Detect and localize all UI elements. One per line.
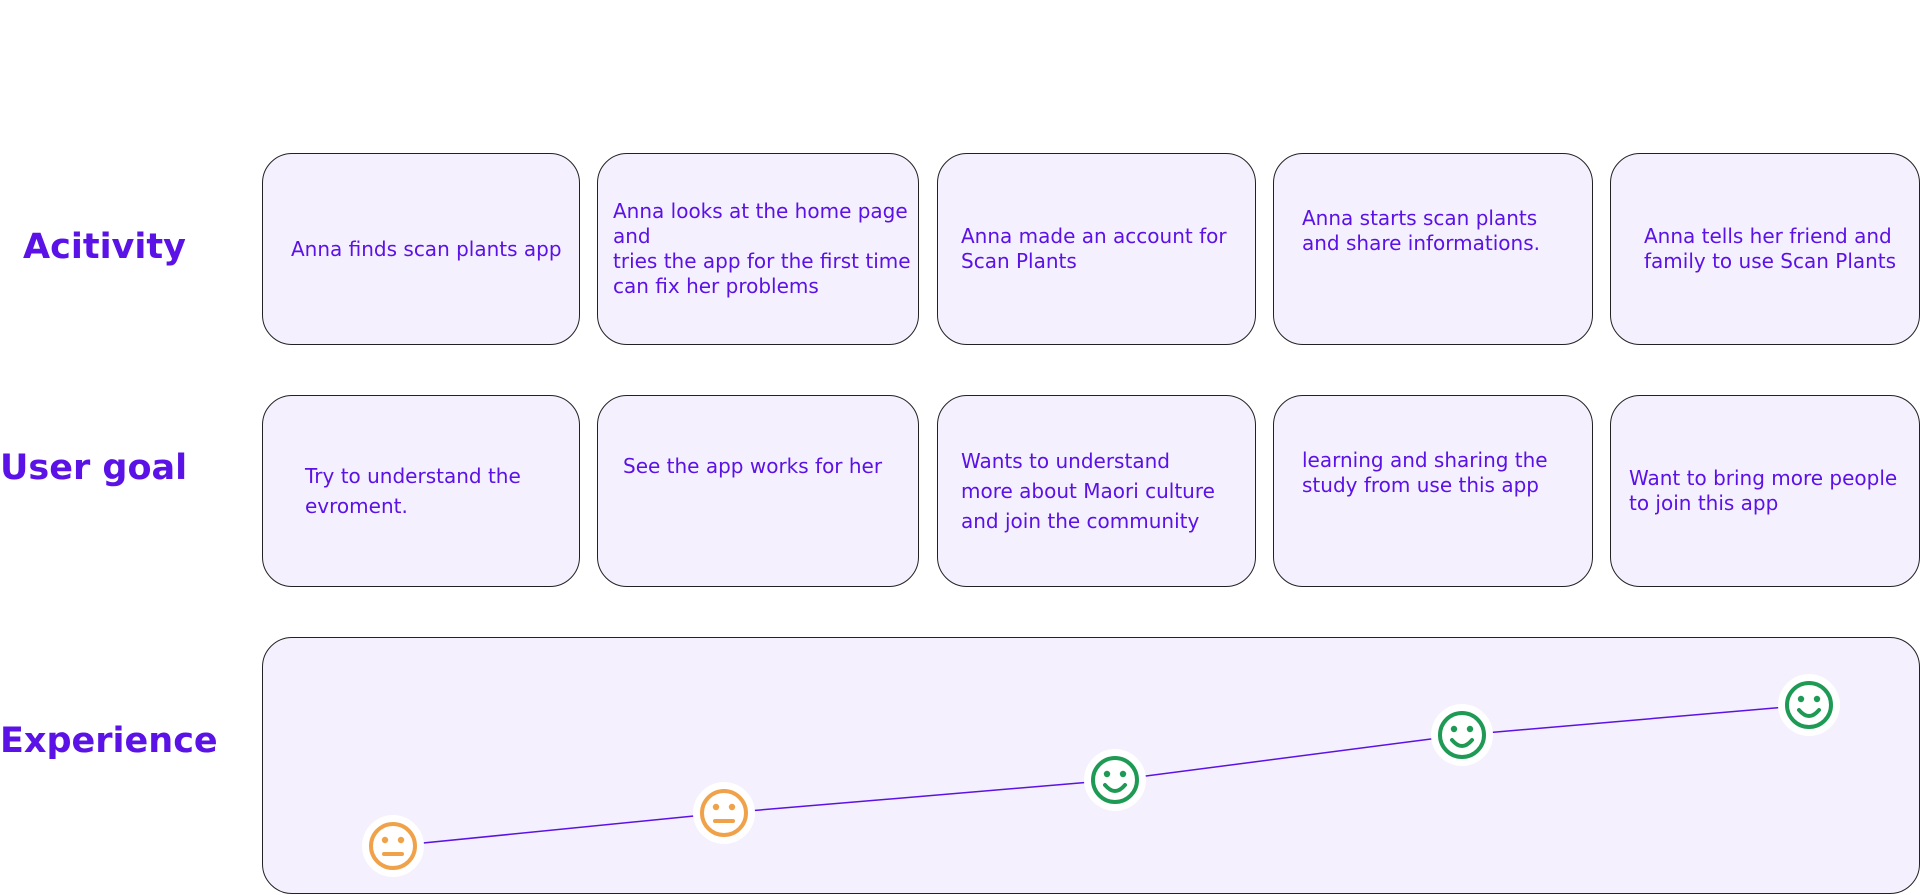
row-label-experience: Experience: [0, 721, 218, 761]
row-label-activity: Acitivity: [23, 227, 186, 267]
activity-card-user-service: Anna starts scan plants and share inform…: [1273, 153, 1593, 345]
goal-card-awareness: Try to understand the evroment.: [262, 395, 580, 587]
goal-card-loyalty: Want to bring more people to join this a…: [1610, 395, 1920, 587]
neutral-face-icon: [693, 782, 755, 844]
activity-card-consideration: Anna looks at the home page and tries th…: [597, 153, 919, 345]
happy-face-icon: [1084, 749, 1146, 811]
experience-line-segment: [1114, 734, 1463, 781]
row-label-user-goal: User goal: [0, 448, 188, 488]
goal-card-consideration: See the app works for her: [597, 395, 919, 587]
stage-header-consideration: Consideration: [621, 25, 896, 65]
stage-header-conversion: Conversion: [986, 25, 1208, 65]
experience-line-segment: [723, 779, 1116, 814]
goal-card-user-service: learning and sharing the study from use …: [1273, 395, 1593, 587]
stage-header-user-service: User Service: [1309, 25, 1558, 65]
happy-face-icon: [1778, 674, 1840, 736]
experience-line-segment: [392, 812, 725, 847]
happy-face-icon: [1431, 704, 1493, 766]
stage-header-awareness: Awareness: [314, 25, 529, 65]
neutral-face-icon: [362, 815, 424, 877]
activity-card-awareness: Anna finds scan plants app: [262, 153, 580, 345]
experience-line-segment: [1461, 704, 1810, 736]
activity-card-conversion: Anna made an account for Scan Plants: [937, 153, 1256, 345]
stage-header-loyalty: Loyalty: [1692, 25, 1838, 65]
activity-card-loyalty: Anna tells her friend and family to use …: [1610, 153, 1920, 345]
goal-card-conversion: Wants to understand more about Maori cul…: [937, 395, 1256, 587]
